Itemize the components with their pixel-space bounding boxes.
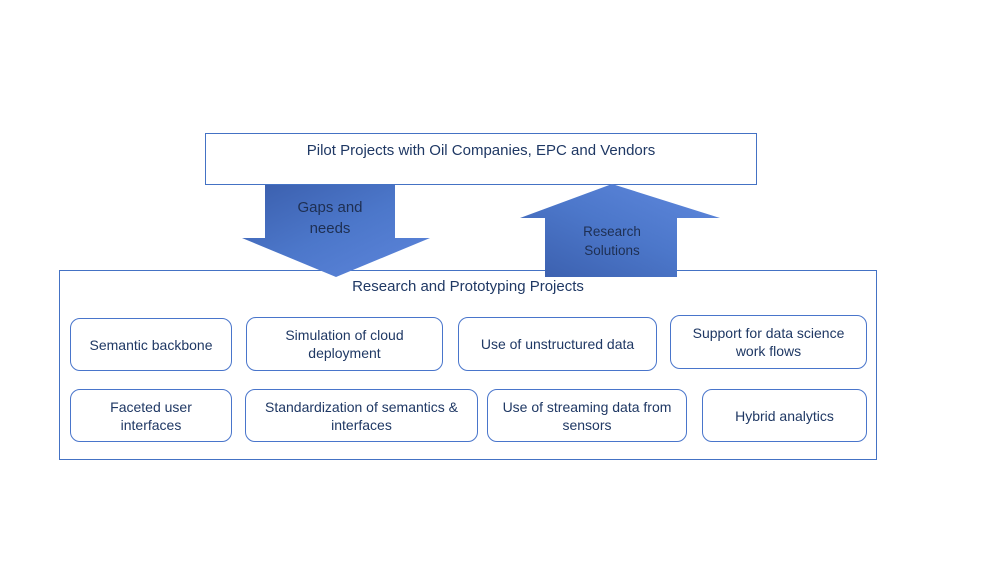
project-box-label: Use of unstructured data <box>480 336 635 352</box>
project-box-label: Faceted user interfaces <box>110 398 192 433</box>
project-box-hybrid-analytics: Hybrid analytics <box>702 389 867 442</box>
project-box-label: Semantic backbone <box>89 336 213 353</box>
project-box-label: Use of streaming data from sensors <box>502 398 672 433</box>
project-box-label: Hybrid analytics <box>735 407 834 424</box>
up-arrow-label: Research Solutions <box>583 224 641 258</box>
project-box-streaming-data-sensors: Use of streaming data from sensors <box>487 389 687 442</box>
pilot-projects-label: Pilot Projects with Oil Companies, EPC a… <box>306 142 656 159</box>
pilot-projects-box: Pilot Projects with Oil Companies, EPC a… <box>205 133 757 185</box>
down-arrow-icon <box>242 185 430 277</box>
project-box-label: Support for data science work flows <box>692 325 845 359</box>
project-box-standardization-semantics: Standardization of semantics & interface… <box>245 389 478 442</box>
project-box-unstructured-data: Use of unstructured data <box>458 317 657 371</box>
project-box-faceted-user-interfaces: Faceted user interfaces <box>70 389 232 442</box>
project-box-label: Simulation of cloud deployment <box>285 327 404 361</box>
project-box-data-science-workflows: Support for data science work flows <box>670 315 867 369</box>
down-arrow-label: Gaps and needs <box>297 199 363 237</box>
project-box-label: Standardization of semantics & interface… <box>265 398 458 433</box>
project-box-semantic-backbone: Semantic backbone <box>70 318 232 371</box>
project-box-simulation-cloud: Simulation of cloud deployment <box>246 317 443 371</box>
research-projects-title: Research and Prototyping Projects <box>352 278 584 295</box>
up-arrow-icon <box>520 184 720 277</box>
